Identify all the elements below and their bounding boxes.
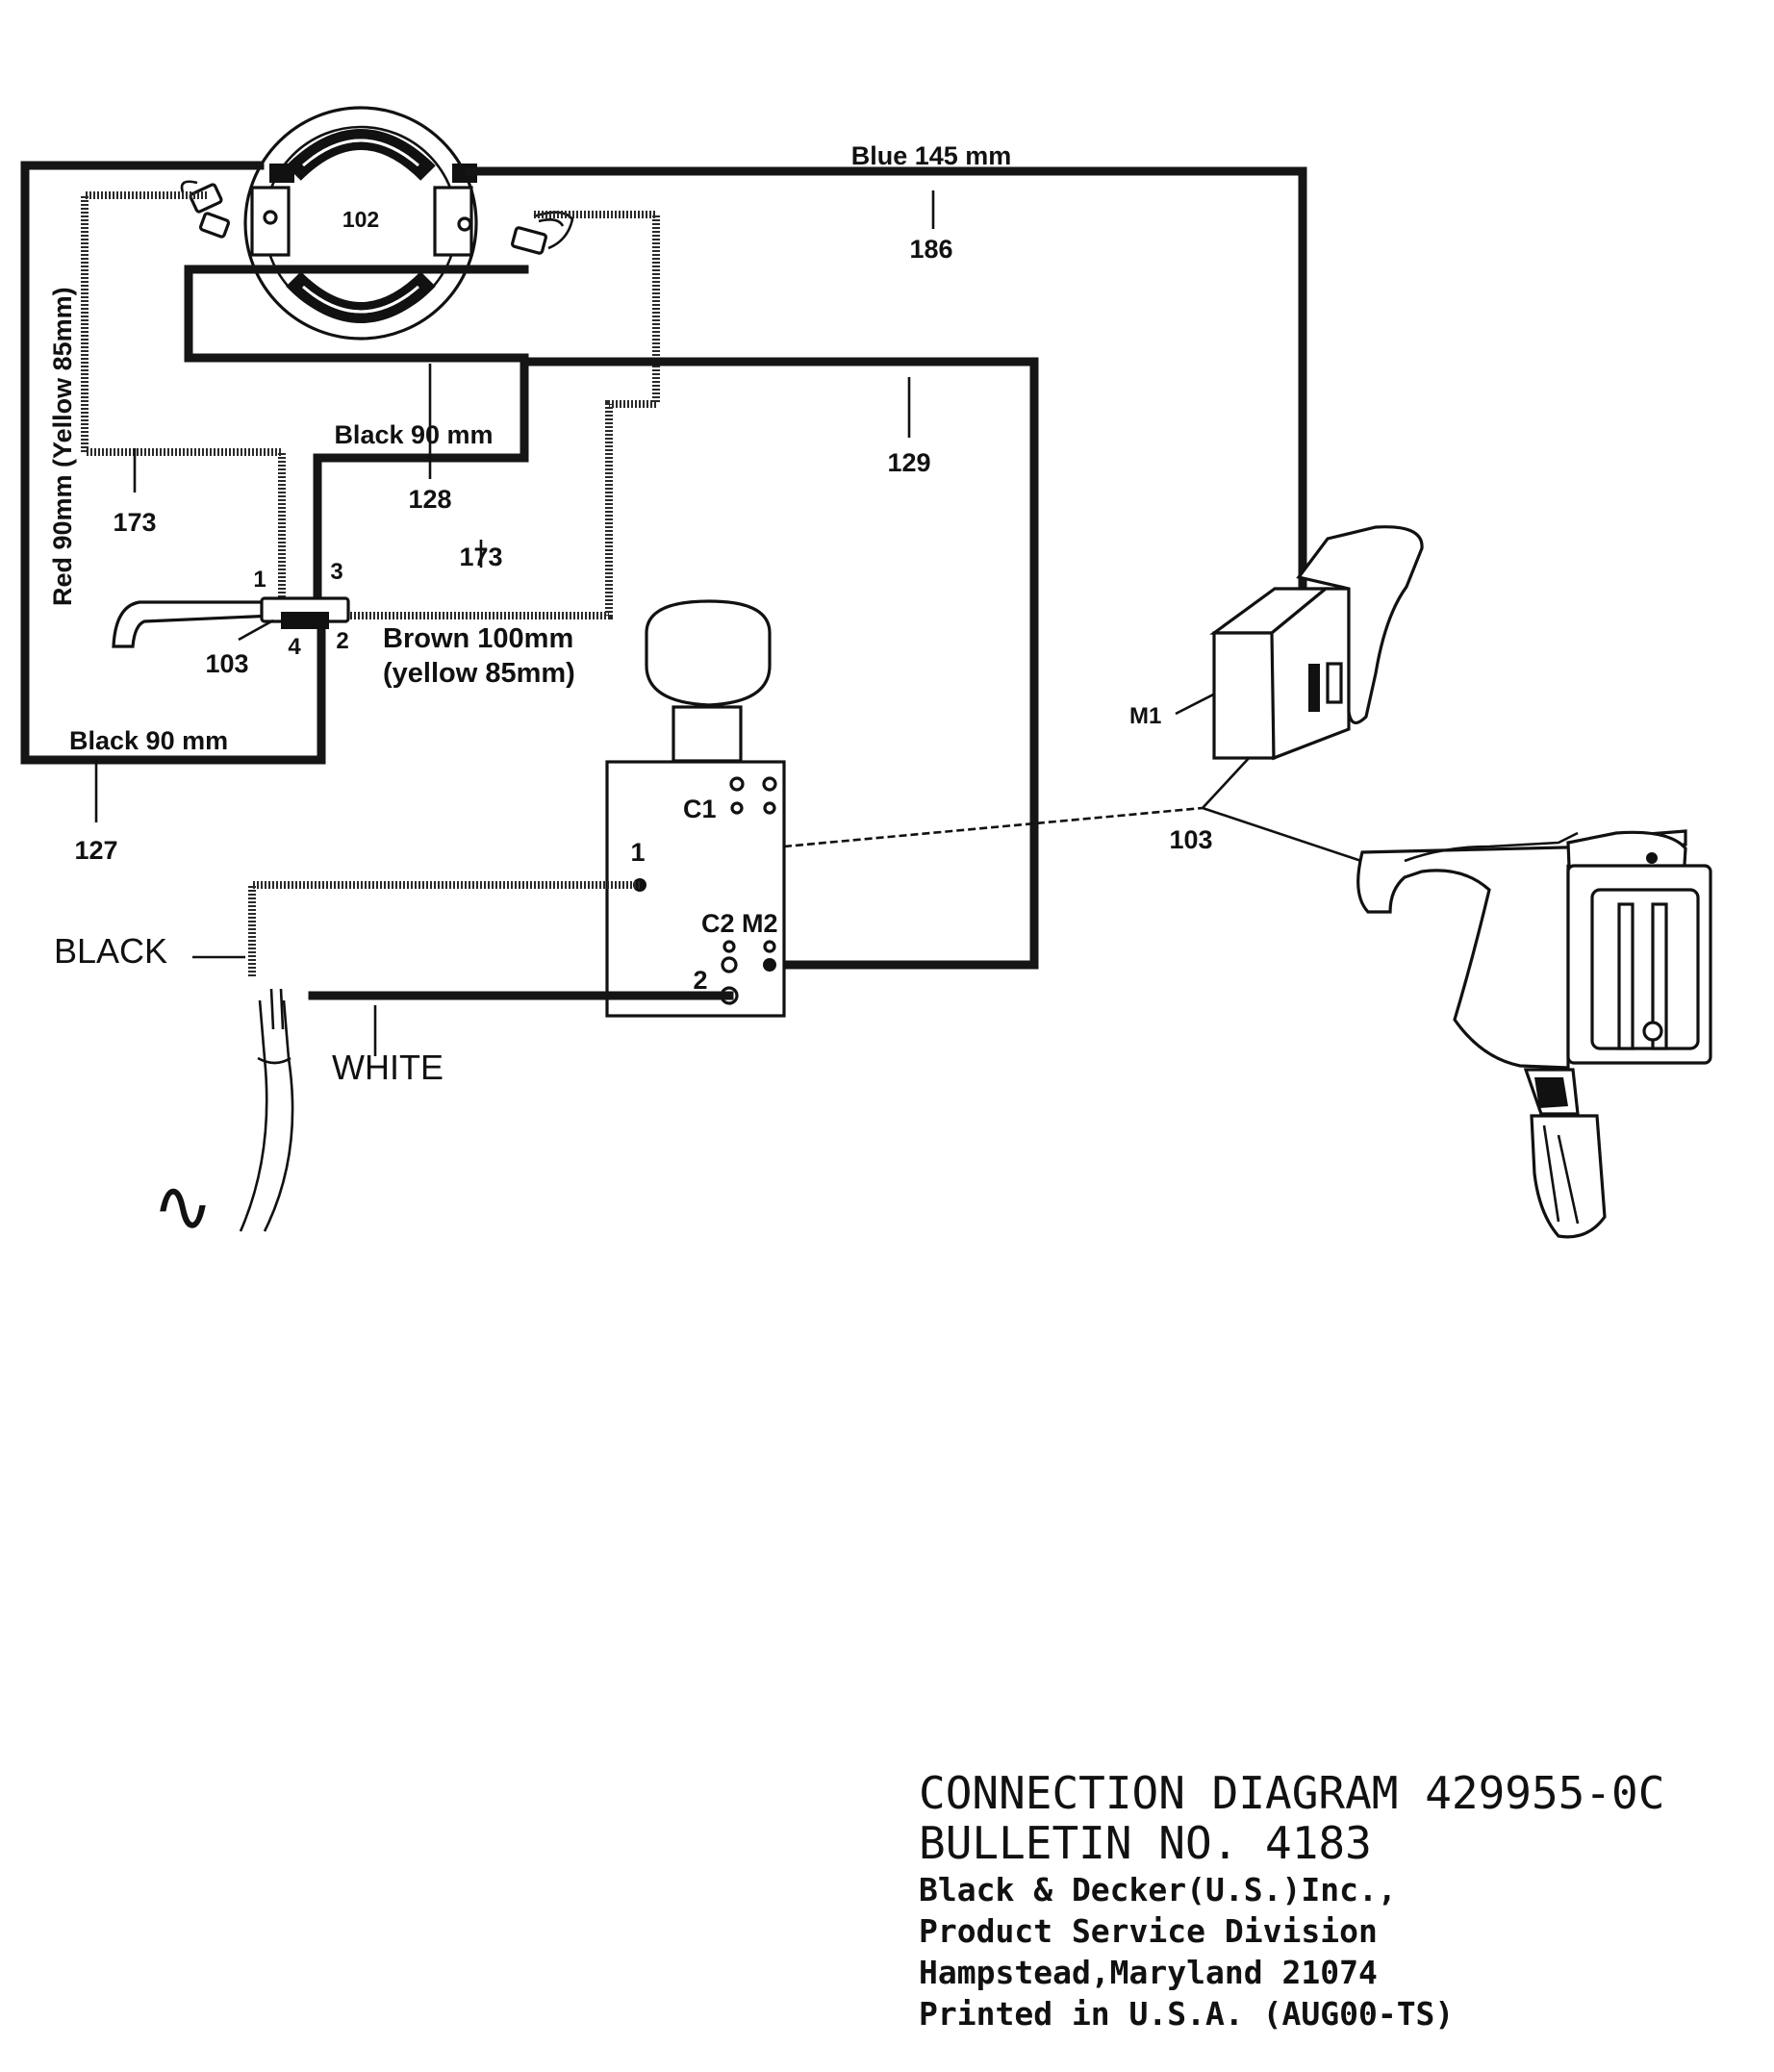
brush-right-icon: [511, 211, 574, 255]
connection-diagram-title: CONNECTION DIAGRAM 429955-0C: [919, 1767, 1664, 1819]
m1-label: M1: [1129, 703, 1161, 729]
motor-field-label: 102: [342, 207, 379, 232]
ac-symbol-icon: ∿: [152, 1166, 214, 1248]
company-name: Black & Decker(U.S.)Inc.,: [919, 1871, 1397, 1908]
switch-terminal-1-label: 1: [630, 838, 645, 867]
division-name: Product Service Division: [919, 1912, 1378, 1950]
brush-left-icon: [180, 180, 231, 239]
wire-127-label: 127: [74, 836, 117, 865]
bulletin-number: BULLETIN NO. 4183: [919, 1817, 1372, 1869]
wire-186-label: 186: [909, 235, 952, 264]
wire-129: [520, 357, 1039, 970]
wire-173-red: [81, 191, 286, 616]
wire-173-brown: [346, 211, 660, 619]
wire-173-mid-label: 173: [459, 543, 502, 571]
switch-terminal-2-label: 2: [693, 966, 707, 995]
brown-wire-label-1: Brown 100mm: [383, 623, 573, 654]
wire-129-label: 129: [887, 448, 930, 477]
wire-128-label: 128: [408, 485, 451, 514]
terminal-4-label: 4: [288, 634, 301, 660]
wire-173-left-label: 173: [113, 508, 156, 537]
terminal-3-label: 3: [330, 559, 342, 585]
wire-127-black: [20, 161, 326, 765]
wire-186-blue: [465, 166, 1307, 676]
cord-black-wire: [248, 881, 640, 976]
cord-black-label: BLACK: [54, 931, 167, 971]
brush-103-label: 103: [205, 649, 248, 678]
switch-c1-label: C1: [683, 795, 717, 823]
trigger-switch: [1209, 525, 1424, 761]
company-address: Hampstead,Maryland 21074: [919, 1954, 1378, 1991]
brown-wire-label-2: (yellow 85mm): [383, 658, 575, 689]
reversing-switch: [112, 596, 350, 648]
black-wire-top-label: Black 90 mm: [334, 420, 493, 449]
power-cord: [239, 988, 294, 1232]
title-block: CONNECTION DIAGRAM 429955-0C BULLETIN NO…: [919, 1767, 1664, 2033]
blue-wire-label: Blue 145 mm: [851, 141, 1012, 170]
switch-c2m2-label: C2 M2: [701, 909, 778, 938]
main-switch: [605, 599, 786, 1018]
cord-white-label: WHITE: [332, 1048, 444, 1087]
part-103-label: 103: [1169, 825, 1212, 854]
motor-field-assembly: [243, 106, 478, 341]
black-wire-bottom-label: Black 90 mm: [69, 726, 228, 755]
terminal-1-label: 1: [253, 567, 266, 593]
printed-in: Printed in U.S.A. (AUG00-TS): [919, 1995, 1454, 2033]
drill-body: [1356, 829, 1712, 1239]
red-wire-label: Red 90mm (Yellow 85mm): [48, 287, 77, 606]
terminal-2-label: 2: [336, 628, 348, 654]
